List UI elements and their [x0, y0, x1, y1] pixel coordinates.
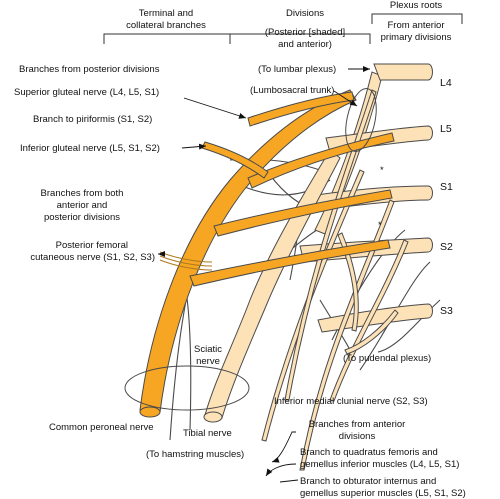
label-quadratus-1: Branch to quadratus femoris and — [300, 447, 438, 458]
header-from-anterior-2: primary divisions — [381, 32, 452, 43]
label-both-divisions-3: posterior divisions — [44, 212, 120, 223]
label-obturator-1: Branch to obturator internus and — [300, 476, 436, 487]
asterisk-s2: * — [378, 220, 382, 231]
label-quadratus-2: gemellus inferior muscles (L4, L5, S1) — [300, 459, 459, 470]
leader-lines — [158, 66, 370, 483]
header-plexus-roots: Plexus roots — [390, 0, 443, 11]
label-lumbosacral: (Lumbosacral trunk) — [250, 85, 334, 96]
label-common-peroneal: Common peroneal nerve — [49, 422, 154, 433]
peroneal-cut-end — [139, 406, 161, 418]
header-divisions-3: and anterior) — [278, 39, 332, 50]
lumbosacral-trunk-ellipse — [345, 88, 377, 152]
label-tibial: Tibial nerve — [183, 428, 232, 439]
label-both-divisions-2: anterior and — [57, 200, 108, 211]
label-to-lumbar: (To lumbar plexus) — [258, 64, 336, 75]
header-divisions-2: (Posterior [shaded] — [265, 27, 345, 38]
root-labels: L4 L5 S1 S2 S3 — [440, 77, 453, 317]
sciatic-nerve-ellipse — [124, 365, 250, 411]
header-labels: Terminal and collateral branches Divisio… — [126, 0, 451, 50]
header-from-anterior-1: From anterior — [387, 20, 444, 31]
label-piriformis: Branch to piriformis (S1, S2) — [33, 114, 152, 125]
label-sciatic-1: Sciatic — [194, 344, 222, 355]
root-label-s1: S1 — [440, 181, 453, 193]
label-post-femoral-2: cutaneous nerve (S1, S2, S3) — [30, 252, 155, 263]
label-superior-gluteal: Superior gluteal nerve (L4, L5, S1) — [14, 87, 159, 98]
thin-branches — [169, 158, 441, 441]
label-obturator-2: gemellus superior muscles (L5, S1, S2) — [300, 488, 466, 499]
root-label-s2: S2 — [440, 241, 453, 253]
label-inferior-gluteal: Inferior gluteal nerve (L5, S1, S2) — [20, 143, 160, 154]
label-sciatic-2: nerve — [196, 356, 220, 367]
text-labels: Branches from posterior divisions Superi… — [14, 64, 466, 499]
root-label-l4: L4 — [440, 77, 452, 89]
root-label-l5: L5 — [440, 123, 452, 135]
asterisk-s1: * — [380, 165, 384, 176]
header-brackets — [103, 13, 463, 44]
label-inf-medial-clunial: Inferior medial clunial nerve (S2, S3) — [274, 396, 428, 407]
label-from-anterior-1: Branches from anterior — [309, 419, 406, 430]
label-hamstring: (To hamstring muscles) — [146, 449, 244, 460]
label-to-pudendal: (To pudendal plexus) — [343, 353, 431, 364]
header-divisions-1: Divisions — [286, 8, 324, 19]
label-branches-posterior: Branches from posterior divisions — [19, 64, 160, 75]
label-both-divisions-1: Branches from both — [41, 188, 124, 199]
header-terminal-1: Terminal and — [139, 8, 193, 19]
root-label-s3: S3 — [440, 305, 453, 317]
label-post-femoral-1: Posterior femoral — [56, 240, 128, 251]
header-terminal-2: collateral branches — [126, 20, 206, 31]
label-from-anterior-2: divisions — [339, 431, 376, 442]
tibial-cut-end — [203, 411, 223, 423]
